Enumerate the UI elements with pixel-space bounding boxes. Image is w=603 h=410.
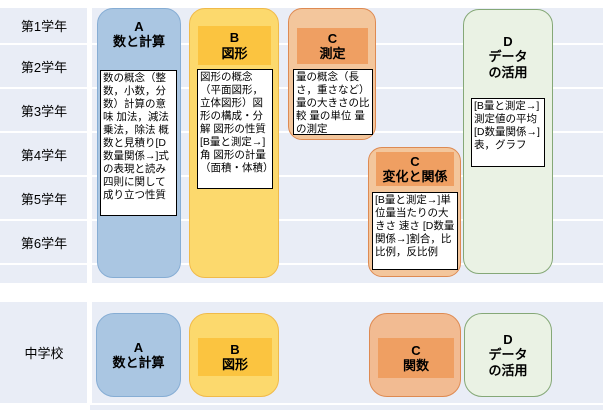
domain-c-code: C: [410, 153, 420, 169]
domain-c-measurement-note: 量の概念（長さ，重さなど）量の大きさの比較 量の単位 量の測定: [293, 69, 373, 135]
domain-a-title: 数と計算: [112, 34, 165, 50]
grade-label-3: 第3学年: [20, 103, 68, 119]
domain-c-change-relation-header: C 変化と関係: [376, 152, 454, 186]
junior-high-label: 中学校: [24, 346, 64, 361]
domain-b-title: 図形: [221, 45, 248, 61]
domain-d-title-line1: データ: [488, 49, 528, 65]
junior-domain-a: A 数と計算: [96, 313, 181, 397]
junior-domain-d: D データ の活用: [464, 313, 552, 397]
column-divider: [87, 8, 92, 283]
domain-b-note: 図形の概念（平面図形，立体図形）図形の構成・分解 図形の性質 [B量と測定→]角…: [197, 69, 273, 189]
junior-domain-a-title: 数と計算: [112, 355, 165, 370]
domain-c-title: 測定: [319, 46, 346, 61]
domain-a-header: A 数と計算: [98, 19, 180, 50]
domain-c-change-relation-note: [B量と測定→]単位量当たりの大きさ 速さ [D数量関係→]割合，比 比例，反比…: [372, 192, 458, 270]
domain-c-measurement-header: C 測定: [297, 28, 368, 64]
grade-label-4: 第4学年: [20, 147, 68, 163]
elementary-domain-c-measurement: C 測定 量の概念（長さ，重さなど）量の大きさの比較 量の単位 量の測定: [288, 8, 376, 140]
junior-domain-c-title: 関数: [402, 358, 429, 373]
domain-d-note: [B量と測定→]測定値の平均 [D数量関係→]表，グラフ: [471, 98, 545, 167]
row-stripe: [90, 405, 603, 410]
junior-domain-d-title-line2: の活用: [488, 362, 528, 378]
domain-a-note: 数の概念（整数，小数，分数）計算の意味 加法，減法 乗法，除法 概数と見積り[D…: [100, 70, 177, 216]
grade-label-6: 第6学年: [20, 235, 68, 251]
elementary-domain-d: D データ の活用 [B量と測定→]測定値の平均 [D数量関係→]表，グラフ: [463, 9, 553, 274]
junior-domain-d-title-line1: データ: [488, 347, 528, 363]
elementary-domain-c-change-relation: C 変化と関係 [B量と測定→]単位量当たりの大きさ 速さ [D数量関係→]割合…: [368, 147, 461, 277]
grade-label-2: 第2学年: [20, 59, 68, 75]
domain-b-header: B 図形: [198, 26, 271, 65]
elementary-domain-b: B 図形 図形の概念（平面図形，立体図形）図形の構成・分解 図形の性質 [B量と…: [189, 8, 279, 278]
grade-label-5: 第5学年: [20, 191, 68, 207]
junior-domain-c-header: C 関数: [378, 338, 454, 378]
domain-d-header: D データ の活用: [464, 34, 552, 80]
elementary-domain-a: A 数と計算 数の概念（整数，小数，分数）計算の意味 加法，減法 乗法，除法 概…: [97, 8, 181, 278]
column-divider: [87, 302, 92, 403]
domain-d-title-line2: の活用: [488, 64, 528, 80]
junior-domain-d-code: D: [503, 332, 513, 347]
junior-domain-c: C 関数: [369, 313, 461, 397]
junior-domain-b: B 図形: [189, 313, 279, 397]
domain-a-code: A: [134, 19, 144, 34]
junior-domain-c-code: C: [411, 342, 421, 358]
junior-domain-b-title: 図形: [221, 357, 248, 372]
junior-domain-b-code: B: [230, 341, 240, 357]
domain-d-code: D: [503, 34, 513, 49]
domain-c-title: 変化と関係: [382, 169, 448, 184]
domain-b-code: B: [229, 30, 240, 46]
domain-c-code: C: [327, 30, 338, 46]
junior-domain-a-code: A: [133, 339, 144, 355]
grade-label-1: 第1学年: [20, 19, 68, 34]
junior-domain-b-header: B 図形: [198, 338, 272, 376]
